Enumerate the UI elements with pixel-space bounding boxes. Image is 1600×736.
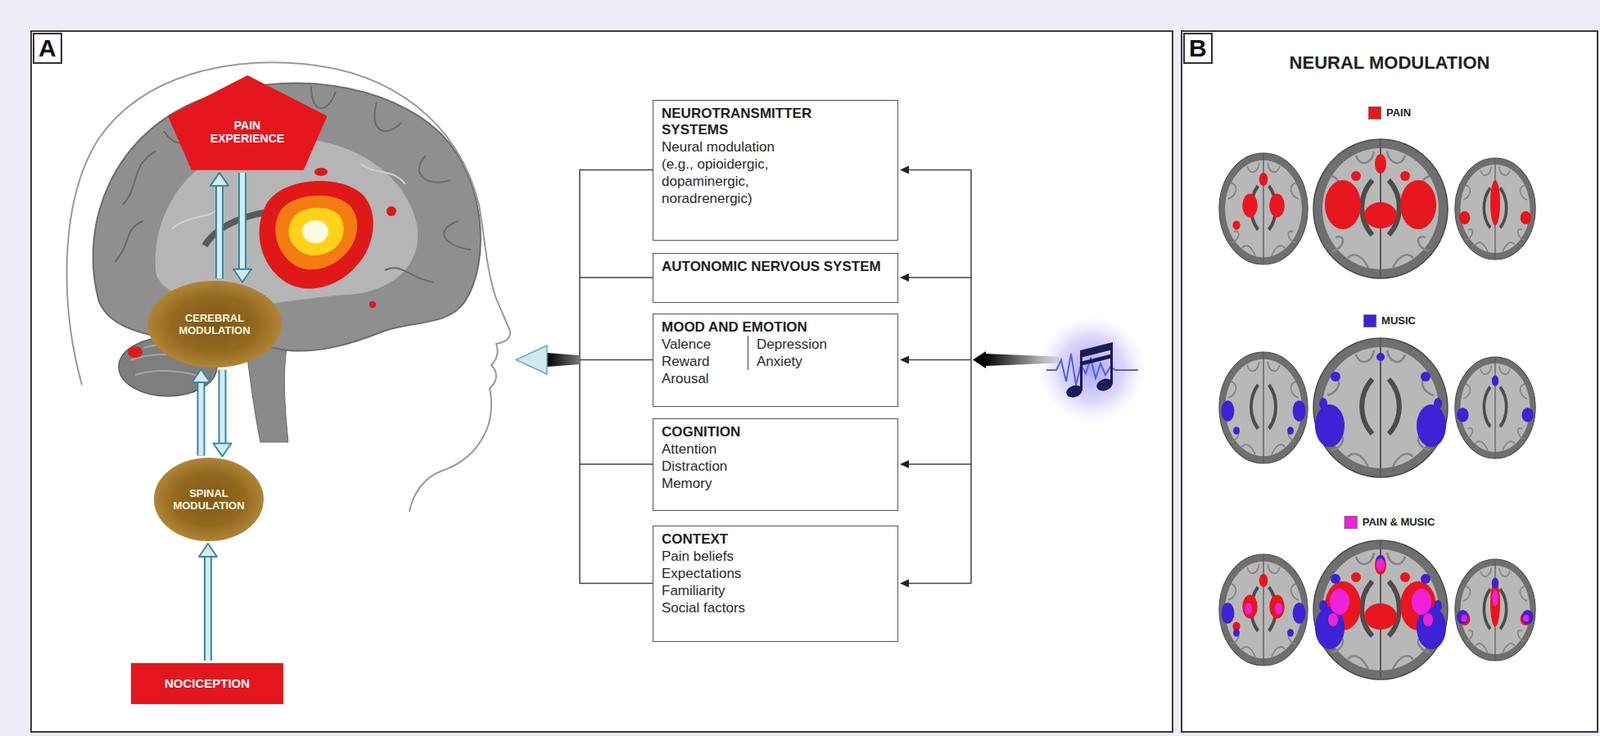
brain-slices: [1219, 139, 1536, 680]
arrow-shaft: [216, 185, 222, 279]
arrow-connector: [210, 172, 229, 279]
panel-heading: NEURAL MODULATION: [1180, 52, 1599, 74]
arrow-shaft: [238, 172, 247, 271]
box-item: Depression: [756, 335, 828, 353]
node-label: SPINAL MODULATION: [163, 487, 254, 512]
column-divider: DepressionAnxiety: [747, 335, 828, 371]
arrow-shaft: [203, 555, 213, 661]
panel-letter: B: [1183, 32, 1213, 64]
box-item: Arousal: [661, 370, 748, 388]
nociception-box: NOCICEPTION: [131, 663, 284, 705]
legend-item: MUSIC: [1363, 314, 1416, 328]
box-item: Neural modulation (e.g., opioidergic, do…: [661, 138, 801, 208]
panel-ground: [30, 30, 1174, 733]
arrow-shaft: [205, 555, 211, 661]
box-item: Familiarity: [661, 582, 890, 600]
arrow-connector: [191, 369, 210, 457]
legend-item: PAIN & MUSIC: [1344, 515, 1436, 529]
arrow-head: [210, 172, 229, 186]
box-heading: NEUROTRANSMITTER SYSTEMS: [661, 105, 850, 139]
arrow-shaft: [196, 381, 205, 457]
box-item: Expectations: [661, 564, 890, 583]
arrow-head: [191, 369, 210, 383]
panel-letter: A: [32, 32, 63, 64]
factor-box: MOOD AND EMOTIONValenceRewardArousalDepr…: [652, 313, 899, 407]
left-bracket: [515, 170, 653, 584]
arrow-shaft: [215, 185, 224, 279]
arrow-head: [233, 269, 252, 283]
box-item: Memory: [661, 474, 890, 493]
factor-box: COGNITIONAttentionDistractionMemory: [652, 418, 899, 511]
modulation-ellipse: CEREBRAL MODULATION: [147, 280, 282, 368]
box-item: Valence: [661, 335, 748, 353]
arrow-shaft: [198, 381, 204, 457]
arrow-connector: [212, 370, 231, 457]
box-item: Distraction: [661, 457, 890, 475]
arrow-head: [212, 442, 231, 457]
factor-box: NEUROTRANSMITTER SYSTEMSNeural modulatio…: [652, 99, 899, 241]
box-item: Anxiety: [756, 352, 828, 371]
arrow-head: [198, 543, 217, 557]
panel-ground: [1180, 30, 1599, 733]
node-label: NOCICEPTION: [164, 676, 250, 692]
box-item: Pain beliefs: [661, 547, 890, 565]
arrow-shaft: [239, 172, 245, 271]
music-icon: [972, 315, 1146, 424]
box-heading: AUTONOMIC NERVOUS SYSTEM: [661, 258, 890, 276]
arrow-connector: [233, 172, 252, 283]
figure-panel: BNEURAL MODULATION: [1180, 30, 1599, 733]
legend-swatch: [1344, 515, 1358, 529]
arrow-connector: [198, 543, 217, 661]
modulation-ellipse: SPINAL MODULATION: [153, 457, 265, 542]
legend-label: PAIN & MUSIC: [1362, 515, 1436, 529]
pain-pentagon: PAIN EXPERIENCE: [167, 75, 328, 171]
box-heading: CONTEXT: [661, 531, 890, 548]
box-heading: MOOD AND EMOTION: [661, 319, 890, 336]
box-item: Reward: [661, 352, 748, 371]
arrow-shaft: [219, 370, 225, 445]
legend-item: PAIN: [1368, 106, 1411, 120]
legend-label: PAIN: [1386, 106, 1411, 120]
arrow-shaft: [217, 370, 226, 445]
legend-swatch: [1368, 106, 1382, 120]
figure-panel: PAIN EXPERIENCE CEREBRAL MODULATION SPINAL…: [30, 30, 1174, 733]
box-item: Attention: [661, 440, 890, 458]
legend-label: MUSIC: [1381, 314, 1416, 328]
node-label: CEREBRAL MODULATION: [169, 311, 260, 337]
legend-swatch: [1363, 314, 1377, 328]
factor-box: AUTONOMIC NERVOUS SYSTEM: [652, 253, 899, 303]
box-heading: COGNITION: [661, 424, 890, 441]
right-bracket: [899, 166, 972, 588]
box-item: Social factors: [661, 599, 890, 617]
factor-box: CONTEXTPain beliefsExpectationsFamiliari…: [652, 525, 899, 642]
node-label: PAIN EXPERIENCE: [202, 118, 293, 145]
text-column: ValenceRewardArousal: [661, 335, 748, 388]
head-outline: [67, 62, 511, 512]
